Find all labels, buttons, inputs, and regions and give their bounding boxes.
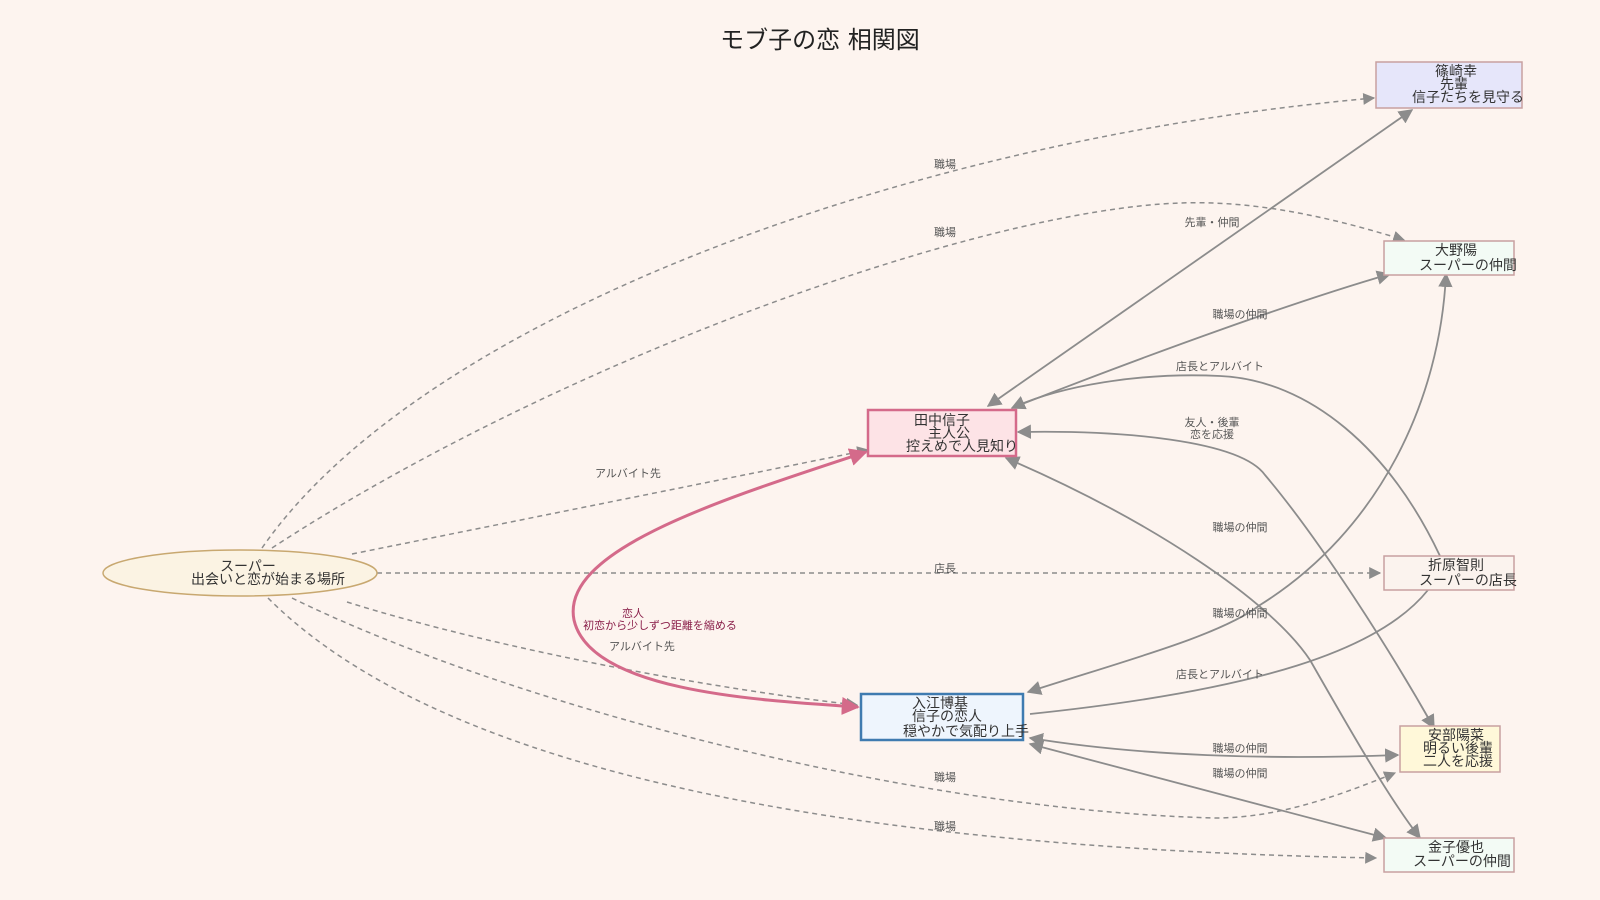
edge-label: 職場の仲間 [1213, 606, 1268, 620]
diagram-title: モブ子の恋 相関図 [720, 26, 920, 54]
node-abe-role: 明るい後輩 [1423, 741, 1493, 757]
node-nobuko-desc: 控えめで人見知り [906, 438, 1018, 455]
node-irie-role: 信子の恋人 [912, 708, 982, 725]
node-kaneko[interactable]: 金子優也 スーパーの仲間 [1383, 837, 1515, 873]
node-shinozaki-desc: 信子たちを見守る [1412, 90, 1524, 106]
node-shinozaki[interactable]: 篠崎幸 先輩 信子たちを見守る [1375, 61, 1524, 109]
edge-label: 職場の仲間 [1213, 766, 1268, 780]
edge-label: 先輩・仲間 [1185, 215, 1240, 229]
node-nobuko-name: 田中信子 [914, 413, 970, 429]
node-irie-name: 入江博基 [912, 695, 968, 712]
edge-nobuko-irie-love: 恋人 初恋から少しずつ距離を縮める [571, 448, 868, 715]
node-orihara-desc: スーパーの店長 [1419, 573, 1517, 589]
node-abe-name: 安部陽菜 [1428, 728, 1484, 744]
node-orihara-name: 折原智則 [1428, 558, 1484, 574]
node-shinozaki-name: 篠崎幸 [1435, 64, 1477, 80]
node-abe-desc: 二人を応援 [1423, 754, 1493, 770]
edge-label: 職場 [934, 226, 956, 239]
node-ono-desc: スーパーの仲間 [1419, 258, 1517, 274]
node-ono-name: 大野陽 [1435, 243, 1477, 259]
edge-super-orihara: 店長 [377, 561, 1382, 579]
edge-super-irie: アルバイト先 [346, 601, 859, 710]
edge-label: 店長とアルバイト [1176, 359, 1264, 373]
edge-kaneko-irie: 職場の仲間 [1028, 740, 1388, 842]
edge-super-nobuko: アルバイト先 [351, 446, 870, 555]
node-orihara[interactable]: 折原智則 スーパーの店長 [1383, 555, 1517, 591]
edge-label: 職場の仲間 [1213, 741, 1268, 755]
node-nobuko-role: 主人公 [928, 426, 970, 442]
edge-ono-irie: 職場の仲間 [1026, 272, 1453, 695]
edge-label: 恋人 [622, 606, 644, 620]
edge-label: 初恋から少しずつ距離を縮める [583, 618, 737, 632]
node-super-desc: 出会いと恋が始まる場所 [191, 571, 345, 588]
edge-super-abe: 職場 [291, 597, 1397, 819]
edge-label: アルバイト先 [595, 467, 661, 480]
node-super-name: スーパー [220, 559, 276, 575]
node-super[interactable]: スーパー 出会いと恋が始まる場所 [102, 549, 378, 597]
edge-super-shinozaki: 職場 [261, 92, 1376, 549]
edge-label: 店長とアルバイト [1176, 667, 1264, 681]
node-kaneko-name: 金子優也 [1428, 840, 1484, 856]
node-shinozaki-role: 先輩 [1440, 77, 1468, 93]
edge-label: 職場の仲間 [1213, 307, 1268, 321]
edge-label: アルバイト先 [609, 640, 675, 653]
node-kaneko-desc: スーパーの仲間 [1413, 854, 1511, 870]
edge-super-ono: 職場 [271, 201, 1406, 549]
edge-super-kaneko: 職場 [267, 597, 1378, 864]
node-abe[interactable]: 安部陽菜 明るい後輩 二人を応援 [1399, 725, 1501, 773]
edge-orihara-irie: 店長とアルバイト [1029, 589, 1429, 715]
edge-label: 店長 [934, 561, 956, 575]
edge-label: 職場 [934, 158, 956, 171]
node-nobuko[interactable]: 田中信子 主人公 控えめで人見知り [866, 408, 1018, 458]
edge-kaneko-nobuko: 職場の仲間 [1004, 456, 1421, 840]
edge-label: 職場 [934, 820, 956, 833]
edge-label: 恋を応援 [1190, 427, 1234, 441]
node-ono[interactable]: 大野陽 スーパーの仲間 [1383, 240, 1517, 276]
edge-label: 職場の仲間 [1213, 520, 1268, 534]
node-irie[interactable]: 入江博基 信子の恋人 穏やかで気配り上手 [859, 692, 1029, 742]
edge-label: 友人・後輩 [1185, 415, 1240, 429]
edge-abe-irie: 職場の仲間 [1028, 732, 1400, 763]
node-irie-desc: 穏やかで気配り上手 [903, 724, 1029, 740]
edge-ono-nobuko: 職場の仲間 [1011, 270, 1392, 409]
edge-abe-nobuko: 友人・後輩 恋を応援 [1016, 415, 1435, 730]
edge-label: 職場 [934, 771, 956, 784]
